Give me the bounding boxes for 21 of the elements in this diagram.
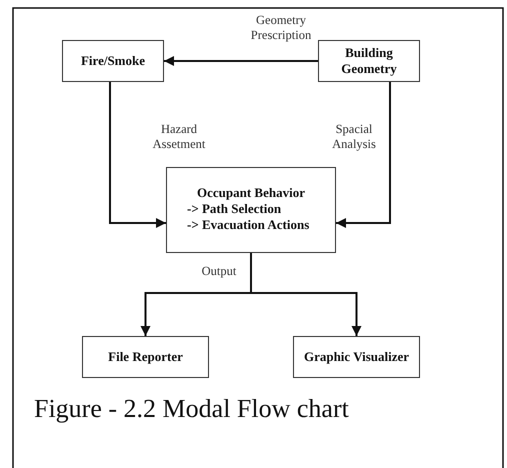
arrow <box>164 56 318 66</box>
process-box <box>62 40 164 82</box>
edge-label: Geometry Prescription <box>250 13 312 43</box>
box-label: Occupant Behavior <box>197 185 305 201</box>
arrow <box>109 82 166 228</box>
edge-label: Output <box>200 264 238 279</box>
process-box <box>318 40 420 82</box>
edge-label: Spacial Analysis <box>331 122 377 152</box>
box-label: File Reporter <box>108 349 183 365</box>
edge-label: Hazard Assetment <box>152 122 206 152</box>
arrow <box>250 253 362 336</box>
box-list-item: -> Path Selection <box>187 201 282 217</box>
figure-caption: Figure - 2.2 Modal Flow chart <box>34 394 349 424</box>
process-box <box>293 336 420 378</box>
process-box <box>82 336 209 378</box>
box-list-item: -> Evacuation Actions <box>187 217 310 233</box>
process-box <box>166 167 336 253</box>
box-label: Building Geometry <box>340 45 398 77</box>
arrow <box>336 82 391 228</box>
box-label: Graphic Visualizer <box>304 349 410 365</box>
box-label: Fire/Smoke <box>80 53 146 69</box>
